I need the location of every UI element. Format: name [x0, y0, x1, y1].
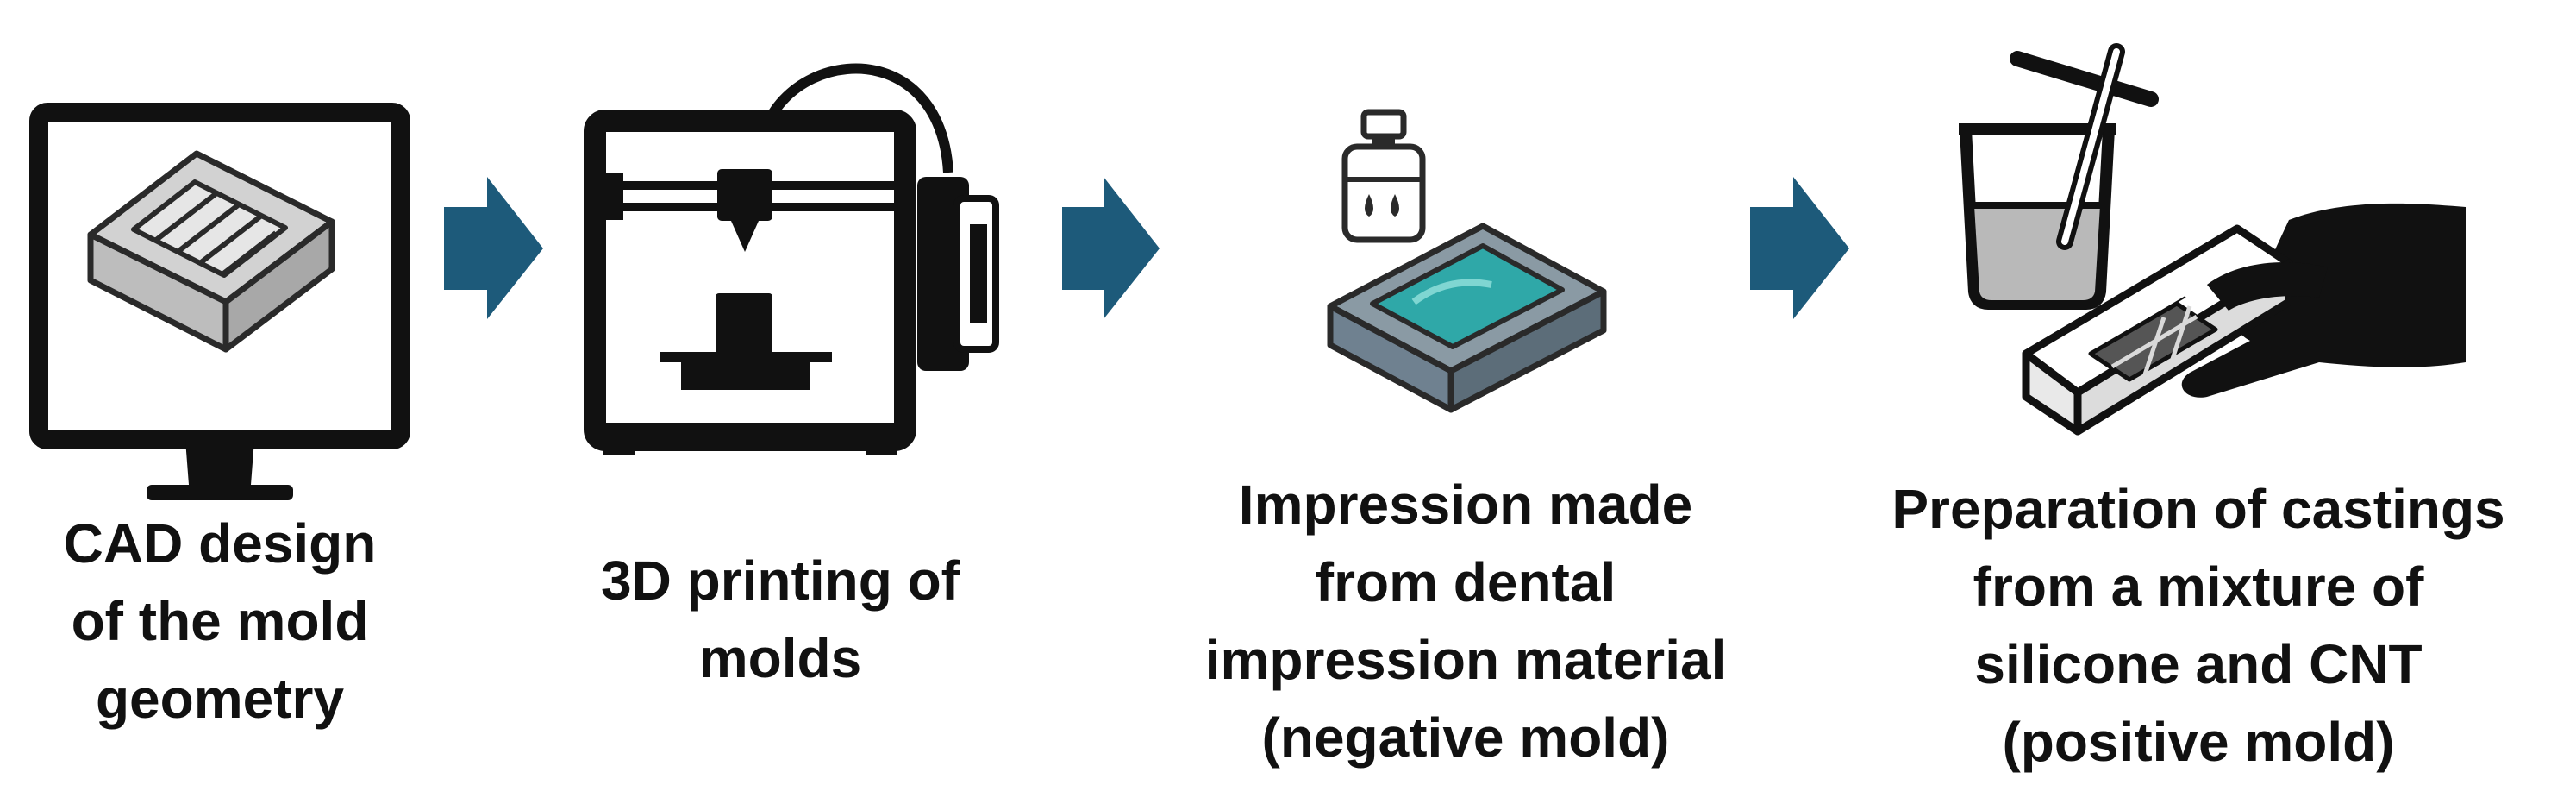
caption-line: molds: [698, 627, 862, 689]
step-4-caption: Preparation of castings from a mixture o…: [1828, 470, 2569, 781]
monitor-icon: [29, 103, 410, 500]
step-3-caption: Impression made from dental impression m…: [1155, 466, 1776, 776]
3d-printer-icon: [584, 63, 999, 455]
caption-line: Impression made: [1238, 474, 1693, 536]
beaker-icon: [1959, 43, 2159, 310]
right-arrow-icon: [1750, 177, 1849, 319]
caption-line: (positive mold): [2002, 711, 2395, 773]
hand-icon: [2181, 203, 2466, 398]
caption-line: (negative mold): [1261, 706, 1670, 769]
caption-line: from dental: [1315, 551, 1616, 613]
caption-line: geometry: [95, 668, 345, 730]
caption-line: impression material: [1204, 629, 1727, 691]
right-arrow-icon: [1062, 177, 1160, 319]
cast-mold-icon: [2022, 224, 2328, 436]
impression-tray-icon: [1327, 223, 1607, 413]
step-2-caption: 3D printing of molds: [552, 542, 1009, 697]
caption-line: from a mixture of: [1973, 556, 2424, 618]
right-arrow-icon: [444, 177, 543, 319]
caption-line: 3D printing of: [601, 549, 960, 612]
bottle-icon: [1341, 109, 1426, 243]
step-1-caption: CAD design of the mold geometry: [17, 505, 422, 738]
caption-line: CAD design: [63, 512, 377, 575]
caption-line: of the mold: [71, 590, 369, 652]
caption-line: silicone and CNT: [1974, 633, 2423, 695]
caption-line: Preparation of castings: [1891, 478, 2505, 540]
